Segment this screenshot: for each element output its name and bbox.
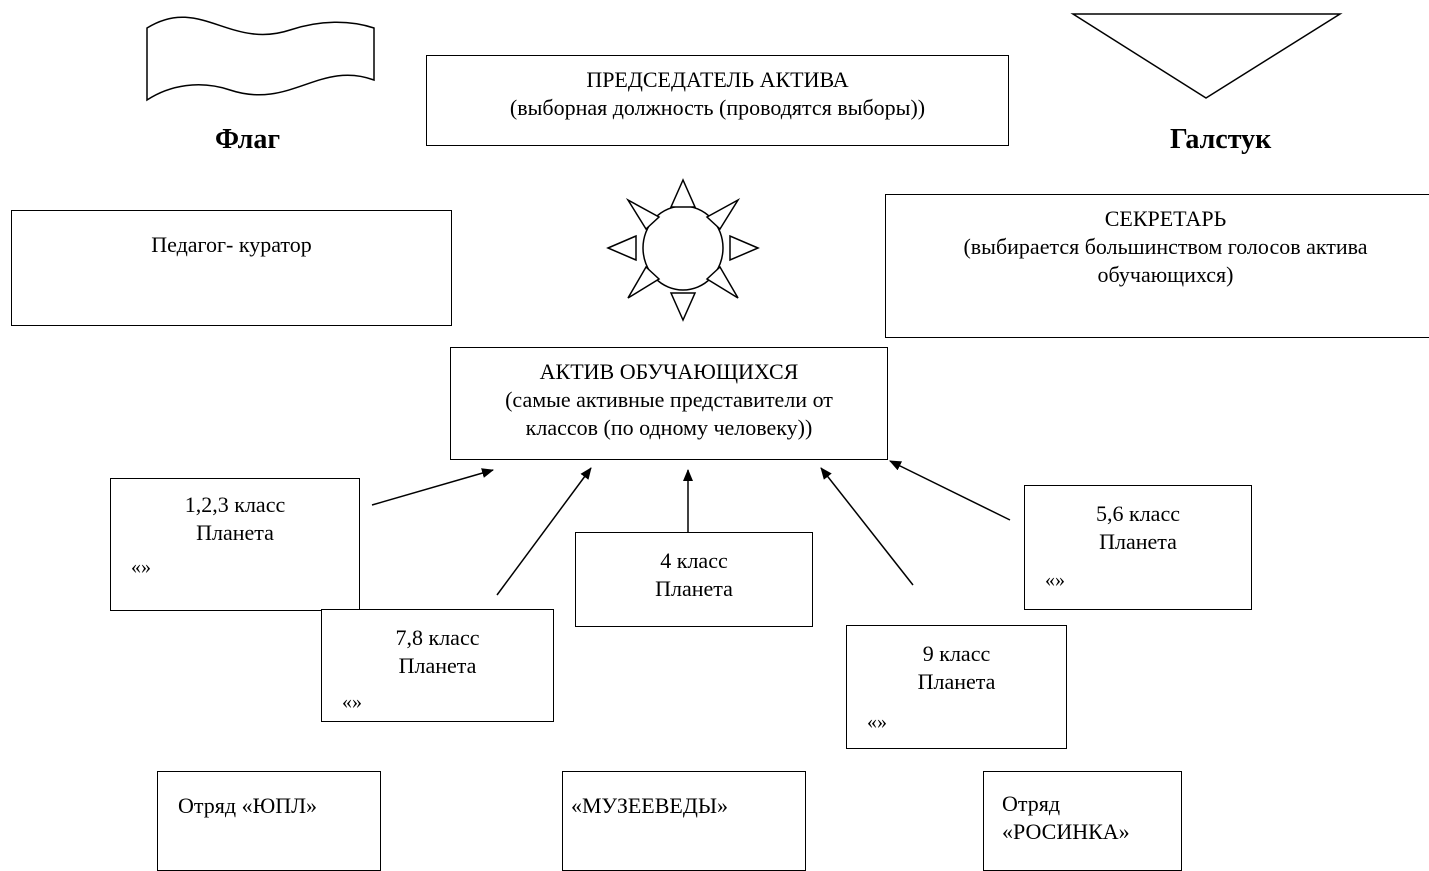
class-grades: 1,2,3 класс: [184, 492, 286, 517]
class-planet: Планета: [398, 653, 477, 678]
class-planet: Планета: [1099, 529, 1177, 554]
arrow-grades-56: [889, 460, 1011, 521]
connector-arrows: [371, 460, 1011, 596]
class-grades: 7,8 класс: [395, 625, 480, 650]
sun-icon: [606, 178, 760, 322]
class-box-123: 1,2,3 класс Планета «»: [110, 478, 360, 611]
class-planet: Планета: [655, 576, 733, 601]
squad-label: Отряд «ЮПЛ»: [178, 793, 318, 818]
flag-icon: [146, 16, 375, 102]
secretary-line2: (выбирается большинством голосов актива: [963, 234, 1368, 259]
arrow-grades-78: [496, 467, 592, 596]
squad-box-museum: «МУЗЕЕВЕДЫ»: [562, 771, 806, 871]
tie-icon: [1070, 13, 1343, 99]
asset-line2: (самые активные представители от: [505, 387, 833, 412]
secretary-box: СЕКРЕТАРЬ (выбирается большинством голос…: [885, 194, 1429, 338]
asset-box: АКТИВ ОБУЧАЮЩИХСЯ (самые активные предст…: [450, 347, 888, 460]
class-planet: Планета: [917, 669, 996, 694]
curator-box: Педагог- куратор: [11, 210, 452, 326]
chairman-title: ПРЕДСЕДАТЕЛЬ АКТИВА: [586, 67, 849, 92]
chairman-box: ПРЕДСЕДАТЕЛЬ АКТИВА (выборная должность …: [426, 55, 1009, 146]
flag-label: Флаг: [215, 124, 281, 155]
chairman-subtitle: (выборная должность (проводятся выборы)): [509, 95, 926, 120]
class-grades: 5,6 класс: [1096, 501, 1180, 526]
squad-box-yupl: Отряд «ЮПЛ»: [157, 771, 381, 871]
class-quote: «»: [867, 711, 887, 733]
squad-label-line1: Отряд: [1002, 791, 1061, 816]
class-quote: «»: [131, 556, 151, 578]
class-quote: «»: [342, 691, 362, 713]
tie-label: Галстук: [1170, 124, 1272, 155]
class-grades: 9 класс: [922, 641, 991, 666]
class-box-56: 5,6 класс Планета «»: [1024, 485, 1252, 610]
class-grades: 4 класс: [660, 548, 728, 573]
arrow-grade-9: [820, 467, 914, 586]
asset-line3: классов (по одному человеку)): [525, 415, 813, 440]
asset-title: АКТИВ ОБУЧАЮЩИХСЯ: [539, 359, 799, 384]
curator-title: Педагог- куратор: [151, 232, 312, 257]
class-quote: «»: [1045, 569, 1065, 591]
class-planet: Планета: [196, 520, 274, 545]
class-box-78: 7,8 класс Планета «»: [321, 609, 554, 722]
class-box-4: 4 класс Планета: [575, 532, 813, 627]
squad-label-line2: «РОСИНКА»: [1002, 819, 1130, 844]
secretary-title: СЕКРЕТАРЬ: [1104, 206, 1227, 231]
secretary-line3: обучающихся): [1097, 262, 1234, 287]
squad-label: «МУЗЕЕВЕДЫ»: [571, 793, 729, 818]
arrow-grades-123: [371, 468, 494, 506]
class-box-9: 9 класс Планета «»: [846, 625, 1067, 749]
squad-box-rosinka: Отряд «РОСИНКА»: [983, 771, 1182, 871]
